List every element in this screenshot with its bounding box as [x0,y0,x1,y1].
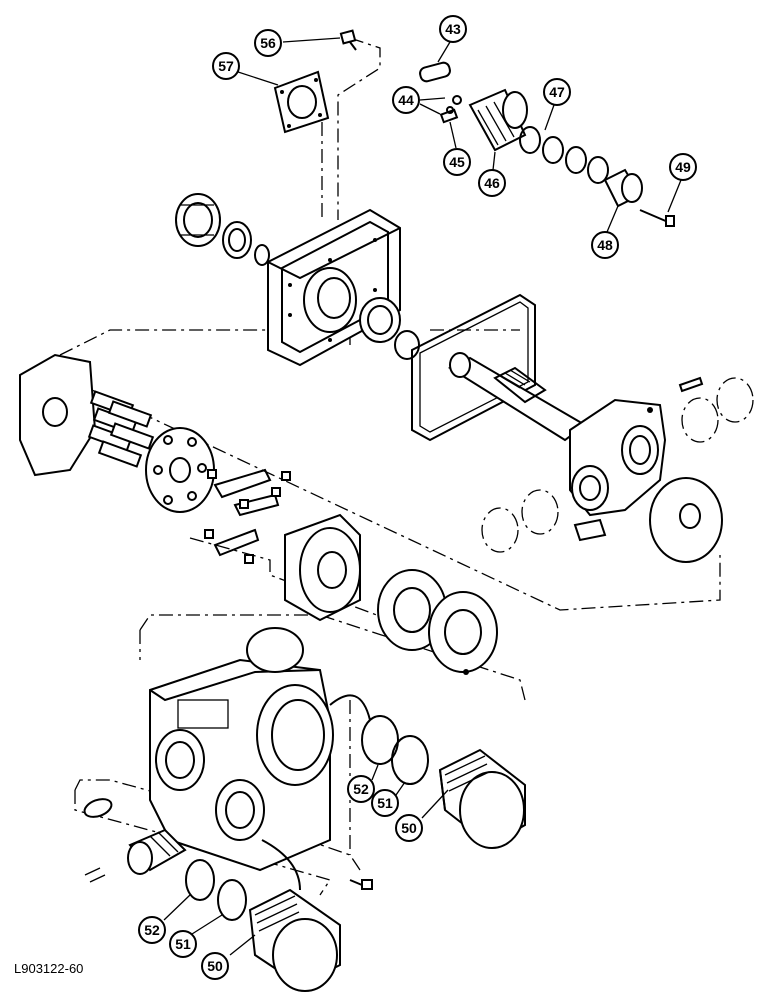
callout-50-upper: 50 [395,814,423,842]
bolt-49 [639,209,675,227]
callout-51-upper: 51 [371,789,399,817]
callout-50-lower: 50 [201,952,229,980]
sleeve-48 [603,168,643,208]
svg-text:50: 50 [401,820,417,836]
servo-cap-46 [468,88,528,152]
housing-seal-rings [261,694,429,891]
svg-text:51: 51 [377,795,393,811]
bushing [359,297,420,360]
svg-text:45: 45 [449,154,465,170]
callout-48: 48 [591,231,619,259]
retainer-plate [145,427,215,513]
svg-text:57: 57 [218,58,234,74]
gasket [411,293,536,442]
svg-text:48: 48 [597,237,613,253]
phantom-bearings [481,376,754,553]
valve-plates [377,569,498,675]
link-plate [419,61,451,83]
servo-piston-lower [83,798,247,921]
callout-45: 45 [443,148,471,176]
callout-49: 49 [669,153,697,181]
callout-57: 57 [212,52,240,80]
piston-set [87,390,155,468]
callout-52-lower: 52 [138,916,166,944]
servo-cap-upper [438,748,526,849]
bearing-assembly [175,193,270,266]
svg-text:44: 44 [398,92,414,108]
svg-text:47: 47 [549,84,565,100]
svg-text:52: 52 [353,781,369,797]
servo-cap-lower [248,888,341,992]
callout-51-lower: 51 [169,930,197,958]
drive-shaft [447,352,587,442]
cap-screw-lower [349,879,373,890]
swash-plate-disc [649,477,723,563]
svg-text:46: 46 [484,175,500,191]
port-plate [19,353,97,477]
svg-text:50: 50 [207,958,223,974]
svg-text:52: 52 [144,922,160,938]
cylinder-block [284,513,361,622]
pump-housing [149,627,334,872]
rings-47 [519,126,609,184]
svg-text:51: 51 [175,936,191,952]
svg-text:56: 56 [260,35,276,51]
figure-code: L903122-60 [14,961,83,976]
pins-44-45 [439,95,462,124]
callout-47: 47 [543,78,571,106]
cover-plate [273,70,330,134]
cap-screw-56 [339,29,357,51]
leader-lines [163,37,682,956]
callout-56: 56 [254,29,282,57]
callout-44: 44 [392,86,420,114]
callout-43: 43 [439,15,467,43]
swashplate-yoke [569,398,667,542]
callout-46: 46 [478,169,506,197]
svg-text:43: 43 [445,21,461,37]
callout-52-upper: 52 [347,775,375,803]
svg-text:49: 49 [675,159,691,175]
hold-down-clips [204,468,291,564]
